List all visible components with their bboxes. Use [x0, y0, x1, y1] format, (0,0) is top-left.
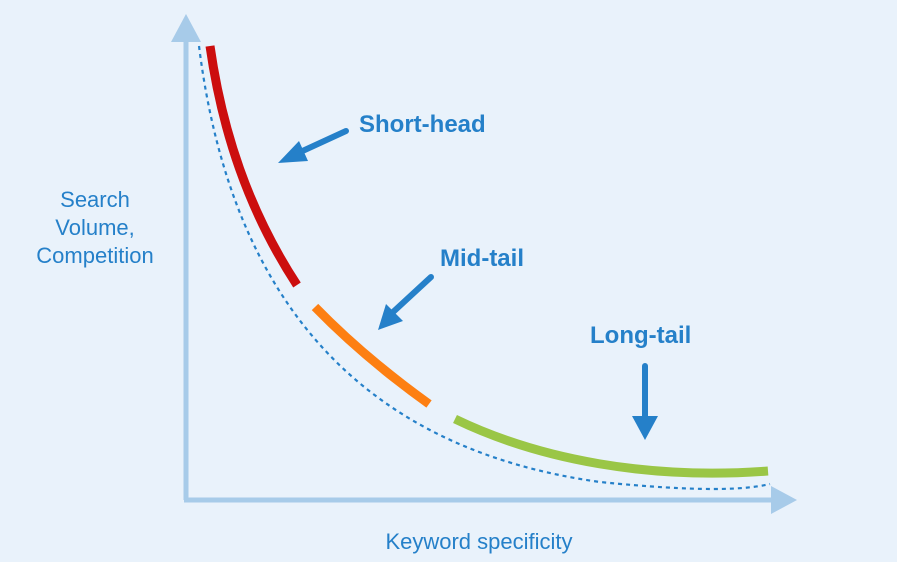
x-axis-arrowhead — [771, 486, 797, 514]
short-head-label: Short-head — [359, 111, 486, 138]
y-axis-label: Search Volume, Competition — [22, 186, 168, 270]
axes — [171, 14, 797, 514]
mid-tail-segment — [311, 303, 432, 408]
x-axis-label: Keyword specificity — [385, 529, 573, 554]
mid-tail-arrow — [378, 274, 434, 330]
short-head-arrow — [278, 128, 349, 163]
long-tail-label: Long-tail — [590, 322, 692, 349]
mid-tail-label: Mid-tail — [440, 245, 524, 272]
y-axis-label-line: Competition — [36, 243, 154, 268]
y-axis-label-line: Search — [60, 187, 130, 212]
short-head-segment — [205, 45, 301, 288]
y-axis-arrowhead — [171, 14, 201, 42]
long-tail-segment — [453, 414, 769, 478]
dotted-curve — [197, 45, 771, 491]
long-tail-arrow — [632, 363, 658, 440]
y-axis-label-line: Volume, — [55, 215, 135, 240]
